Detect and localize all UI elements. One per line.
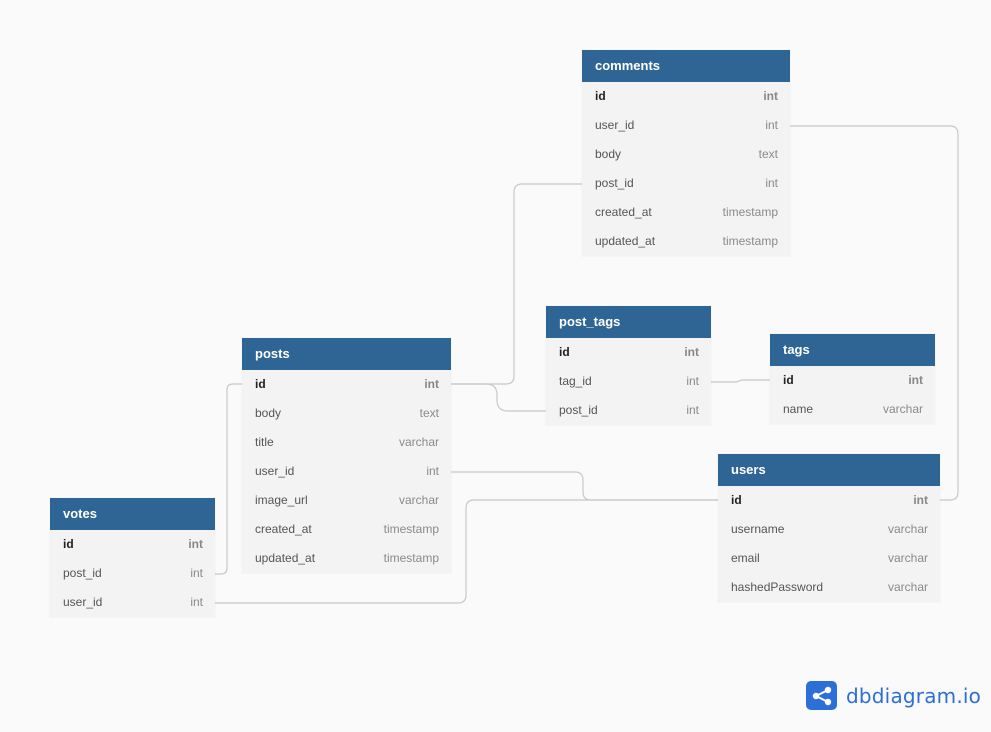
field-name: body bbox=[255, 406, 282, 420]
field-row[interactable]: id int bbox=[242, 370, 451, 399]
field-type: varchar bbox=[887, 522, 928, 536]
field-type: int bbox=[765, 176, 778, 190]
field-name: id bbox=[255, 377, 266, 391]
table-header-votes[interactable]: votes bbox=[50, 498, 215, 530]
field-row[interactable]: id int bbox=[718, 486, 940, 515]
field-type: varchar bbox=[398, 435, 439, 449]
field-type: text bbox=[758, 147, 778, 161]
field-name: post_id bbox=[595, 176, 634, 190]
field-name: tag_id bbox=[559, 374, 592, 388]
table-header-users[interactable]: users bbox=[718, 454, 940, 486]
connector-comments-user_id-to-users-id bbox=[790, 125, 959, 501]
field-type: text bbox=[419, 406, 439, 420]
field-name: id bbox=[595, 89, 606, 103]
field-type: timestamp bbox=[722, 205, 778, 219]
field-name: post_id bbox=[559, 403, 598, 417]
field-row[interactable]: user_id int bbox=[50, 588, 215, 617]
field-type: int bbox=[686, 403, 699, 417]
field-type: int bbox=[426, 464, 439, 478]
dbdiagram-brand[interactable]: dbdiagram.io bbox=[806, 681, 981, 710]
brand-text: dbdiagram.io bbox=[846, 683, 982, 708]
field-name: title bbox=[255, 435, 274, 449]
field-row[interactable]: id int bbox=[50, 530, 215, 559]
field-row[interactable]: user_id int bbox=[582, 111, 790, 140]
field-name: updated_at bbox=[595, 234, 656, 248]
field-type: int bbox=[908, 373, 923, 387]
field-name: post_id bbox=[63, 566, 102, 580]
field-type: int bbox=[188, 537, 203, 551]
table-posts[interactable]: posts id int body text title varchar user_i… bbox=[242, 338, 451, 573]
table-users[interactable]: users id int username varchar email varchar… bbox=[718, 454, 940, 602]
field-row[interactable]: image_url varchar bbox=[242, 486, 451, 515]
field-row[interactable]: created_at timestamp bbox=[582, 198, 790, 227]
field-row[interactable]: created_at timestamp bbox=[242, 515, 451, 544]
field-type: varchar bbox=[887, 580, 928, 594]
field-row[interactable]: updated_at timestamp bbox=[242, 544, 451, 573]
field-type: int bbox=[190, 566, 203, 580]
field-type: timestamp bbox=[383, 522, 439, 536]
table-header-tags[interactable]: tags bbox=[770, 334, 935, 366]
field-row[interactable]: username varchar bbox=[718, 515, 940, 544]
field-row[interactable]: post_id int bbox=[50, 559, 215, 588]
field-name: created_at bbox=[255, 522, 312, 536]
field-row[interactable]: post_id int bbox=[546, 396, 711, 425]
field-type: int bbox=[686, 374, 699, 388]
field-name: name bbox=[783, 402, 814, 416]
field-name: username bbox=[731, 522, 785, 536]
field-name: body bbox=[595, 147, 622, 161]
field-name: updated_at bbox=[255, 551, 316, 565]
field-row[interactable]: id int bbox=[546, 338, 711, 367]
field-type: int bbox=[913, 493, 928, 507]
field-row[interactable]: body text bbox=[242, 399, 451, 428]
connector-votes-post_id-to-posts-id bbox=[215, 383, 242, 575]
field-row[interactable]: email varchar bbox=[718, 544, 940, 573]
field-type: int bbox=[684, 345, 699, 359]
connector-post_tags-tag_id-to-tags-id bbox=[711, 379, 770, 383]
field-type: timestamp bbox=[722, 234, 778, 248]
field-name: user_id bbox=[255, 464, 295, 478]
field-row[interactable]: post_id int bbox=[582, 169, 790, 198]
field-type: varchar bbox=[398, 493, 439, 507]
field-row[interactable]: body text bbox=[582, 140, 790, 169]
table-header-posts[interactable]: posts bbox=[242, 338, 451, 370]
field-type: int bbox=[424, 377, 439, 391]
connector-post_tags-post_id-to-posts-id bbox=[451, 383, 546, 412]
field-row[interactable]: tag_id int bbox=[546, 367, 711, 396]
field-type: varchar bbox=[882, 402, 923, 416]
field-name: image_url bbox=[255, 493, 308, 507]
connector-posts-user_id-to-users-id bbox=[451, 471, 718, 501]
field-type: varchar bbox=[887, 551, 928, 565]
field-row[interactable]: id int bbox=[582, 82, 790, 111]
field-name: email bbox=[731, 551, 760, 565]
field-type: int bbox=[190, 595, 203, 609]
field-type: int bbox=[763, 89, 778, 103]
field-name: id bbox=[783, 373, 794, 387]
table-header-post_tags[interactable]: post_tags bbox=[546, 306, 711, 338]
field-name: id bbox=[63, 537, 74, 551]
share-icon bbox=[806, 681, 837, 710]
field-name: user_id bbox=[595, 118, 635, 132]
field-row[interactable]: id int bbox=[770, 366, 935, 395]
field-type: timestamp bbox=[383, 551, 439, 565]
field-type: int bbox=[765, 118, 778, 132]
field-row[interactable]: name varchar bbox=[770, 395, 935, 424]
field-name: user_id bbox=[63, 595, 103, 609]
field-row[interactable]: updated_at timestamp bbox=[582, 227, 790, 256]
field-name: id bbox=[559, 345, 570, 359]
table-header-comments[interactable]: comments bbox=[582, 50, 790, 82]
field-name: id bbox=[731, 493, 742, 507]
field-name: hashedPassword bbox=[731, 580, 824, 594]
field-row[interactable]: hashedPassword varchar bbox=[718, 573, 940, 602]
field-row[interactable]: title varchar bbox=[242, 428, 451, 457]
table-tags[interactable]: tags id int name varchar bbox=[770, 334, 935, 424]
field-name: created_at bbox=[595, 205, 652, 219]
field-row[interactable]: user_id int bbox=[242, 457, 451, 486]
